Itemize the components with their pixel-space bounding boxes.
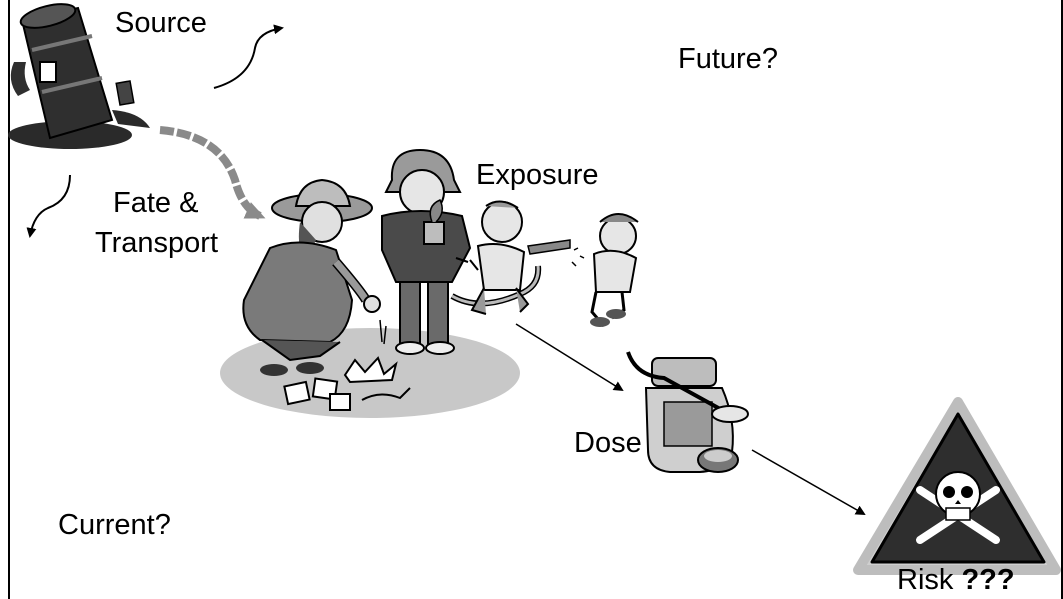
skull-warning-icon bbox=[853, 397, 1061, 575]
label-source: Source bbox=[115, 7, 207, 39]
arrow-to-current bbox=[26, 174, 71, 238]
left-border bbox=[8, 0, 10, 599]
arrow-to-future bbox=[213, 24, 284, 89]
fate-transport-arrow bbox=[159, 126, 266, 220]
children-hose-icon bbox=[450, 200, 639, 327]
medicine-bottle-icon bbox=[626, 351, 749, 473]
label-exposure: Exposure bbox=[476, 159, 599, 191]
child-with-plant-icon bbox=[381, 148, 472, 355]
gardener-woman-icon bbox=[242, 178, 381, 376]
arrow-dose-to-risk bbox=[751, 449, 866, 515]
plants-icon bbox=[283, 319, 411, 411]
label-current: Current? bbox=[58, 509, 171, 541]
right-border bbox=[1061, 0, 1063, 599]
risk-question-marks: ??? bbox=[961, 564, 1015, 596]
label-dose: Dose bbox=[574, 427, 642, 459]
label-risk: Risk ??? bbox=[897, 563, 1015, 597]
label-fate-line2: Transport bbox=[95, 227, 219, 259]
label-fate-line1: Fate & bbox=[113, 187, 199, 219]
arrow-exposure-to-dose bbox=[515, 323, 624, 392]
barrel-icon bbox=[8, 3, 150, 149]
risk-word: Risk bbox=[897, 564, 954, 596]
label-future: Future? bbox=[678, 43, 778, 75]
